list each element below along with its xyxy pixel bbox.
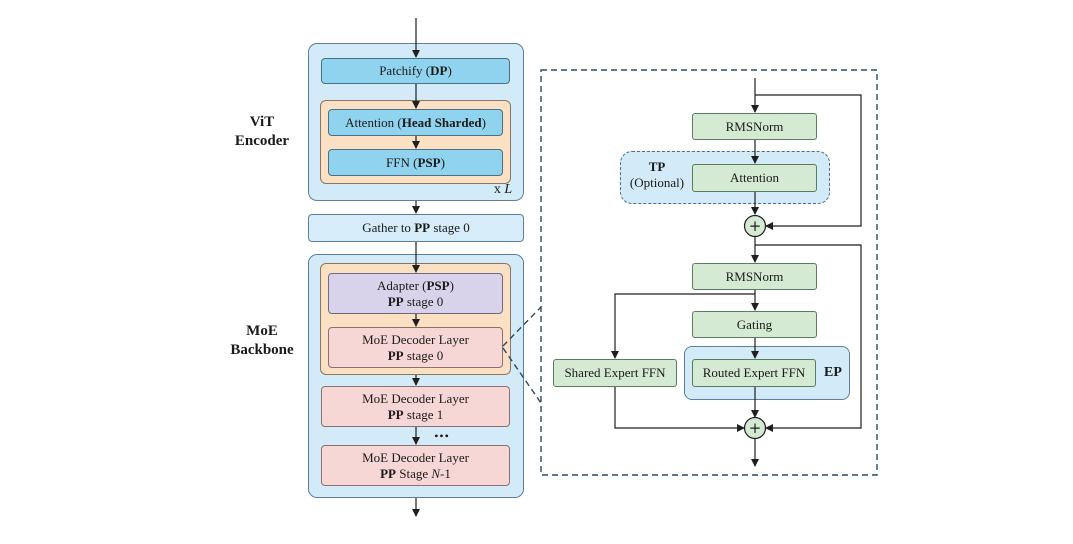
repeat-label: x L xyxy=(493,182,513,197)
gating-box: Gating xyxy=(692,311,817,338)
vit-ffn-box: FFN (PSP) xyxy=(328,149,503,176)
adapter-box: Adapter (PSP) PP stage 0 xyxy=(328,273,503,314)
patchify-box: Patchify (DP) xyxy=(321,58,510,84)
decoder-stage1-box: MoE Decoder Layer PP stage 1 xyxy=(321,386,510,427)
moe-backbone-label: MoE Backbone xyxy=(230,323,294,358)
arrow-to-shared-expert xyxy=(611,293,755,359)
routed-expert-box: Routed Expert FFN xyxy=(692,359,816,387)
vit-encoder-label: ViT Encoder xyxy=(234,114,290,149)
zoom-line-bottom xyxy=(502,347,542,404)
tp-label: TP (Optional) xyxy=(629,159,685,190)
detail-frame xyxy=(540,69,878,476)
residual-1 xyxy=(755,94,862,230)
residual-2 xyxy=(755,244,862,432)
ep-label: EP xyxy=(824,365,842,380)
arrow-shared-add2 xyxy=(614,387,745,432)
vit-attention-box: Attention (Head Sharded) xyxy=(328,109,503,136)
decoder-stage0-box: MoE Decoder Layer PP stage 0 xyxy=(328,327,503,368)
attention-box: Attention xyxy=(692,164,817,192)
add-node-2: + xyxy=(743,416,767,440)
rmsnorm2-box: RMSNorm xyxy=(692,263,817,290)
decoder-stageN-box: MoE Decoder Layer PP Stage N-1 xyxy=(321,445,510,486)
ellipsis: ••• xyxy=(434,429,450,443)
shared-expert-box: Shared Expert FFN xyxy=(553,359,677,387)
zoom-line-top xyxy=(502,306,542,347)
add-node-1: + xyxy=(743,214,767,238)
gather-box: Gather to PP stage 0 xyxy=(308,214,524,242)
rmsnorm1-box: RMSNorm xyxy=(692,113,817,140)
svg-text:+: + xyxy=(749,217,762,235)
svg-text:+: + xyxy=(749,419,762,437)
